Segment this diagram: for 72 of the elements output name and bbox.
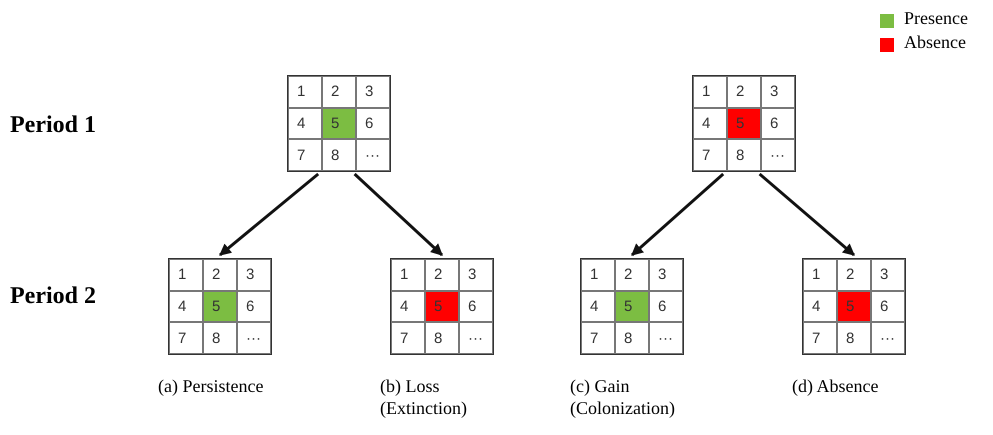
grid-table [802, 258, 906, 355]
grid-cell: 2 [322, 76, 356, 108]
grid-cell: 7 [169, 322, 203, 354]
row-label: Period 2 [10, 283, 96, 310]
grid-cell: 7 [693, 139, 727, 171]
grid-cell: 4 [803, 290, 837, 322]
grid-cell: 6 [237, 290, 271, 322]
grid-cell: 8 [615, 322, 649, 354]
grid-cell: ··· [237, 322, 271, 354]
grid-cell: 1 [581, 259, 615, 291]
grid-cell: 1 [288, 76, 322, 108]
grid-cell: 2 [425, 259, 459, 291]
grid-cell: ··· [649, 322, 683, 354]
grid-cell: 5 [615, 290, 649, 322]
grid-cell: 2 [615, 259, 649, 291]
grid-table [580, 258, 684, 355]
legend-label: Absence [904, 32, 966, 53]
grid-cell: 5 [425, 290, 459, 322]
grid-cell: ··· [356, 139, 390, 171]
grid-table [390, 258, 494, 355]
grid-cell: 7 [803, 322, 837, 354]
grid-cell: 5 [727, 108, 761, 140]
legend-label: Presence [904, 8, 968, 29]
grid-cell: 4 [169, 290, 203, 322]
grid-cell: 4 [391, 290, 425, 322]
grid-cell: 7 [391, 322, 425, 354]
grid-cell: 1 [169, 259, 203, 291]
grid-cell: 6 [356, 108, 390, 140]
grid-cell: ··· [871, 322, 905, 354]
row-label: Period 1 [10, 112, 96, 139]
grid-cell: 8 [203, 322, 237, 354]
grid-cell: 3 [649, 259, 683, 291]
node-label: (d) Absence [792, 375, 880, 397]
grid-cell: 1 [693, 76, 727, 108]
grid-table [692, 75, 796, 172]
node-label: (c) Gain (Colonization) [570, 375, 676, 419]
grid-cell: 3 [356, 76, 390, 108]
grid-cell: 8 [837, 322, 871, 354]
grid-cell: 2 [837, 259, 871, 291]
arrow [631, 172, 724, 256]
grid-cell: 8 [322, 139, 356, 171]
arrow [354, 172, 444, 256]
grid-cell: 6 [761, 108, 795, 140]
grid-cell: 5 [837, 290, 871, 322]
grid-cell: 4 [288, 108, 322, 140]
grid-cell: 3 [761, 76, 795, 108]
grid-table [168, 258, 272, 355]
grid-cell: ··· [459, 322, 493, 354]
node-label: (a) Persistence [158, 375, 264, 397]
arrow [758, 172, 855, 256]
grid-cell: 3 [237, 259, 271, 291]
grid-cell: 7 [288, 139, 322, 171]
grid-cell: 6 [459, 290, 493, 322]
grid-cell: 4 [693, 108, 727, 140]
grid-cell: 6 [871, 290, 905, 322]
grid-cell: 7 [581, 322, 615, 354]
arrow [219, 172, 320, 256]
grid-cell: 6 [649, 290, 683, 322]
grid-cell: 8 [425, 322, 459, 354]
grid-cell: 8 [727, 139, 761, 171]
grid-cell: ··· [761, 139, 795, 171]
grid-cell: 2 [727, 76, 761, 108]
grid-cell: 3 [871, 259, 905, 291]
node-label: (b) Loss (Extinction) [380, 375, 468, 419]
grid-table [287, 75, 391, 172]
grid-cell: 5 [322, 108, 356, 140]
grid-cell: 5 [203, 290, 237, 322]
grid-cell: 1 [803, 259, 837, 291]
grid-cell: 4 [581, 290, 615, 322]
grid-cell: 1 [391, 259, 425, 291]
grid-cell: 2 [203, 259, 237, 291]
grid-cell: 3 [459, 259, 493, 291]
